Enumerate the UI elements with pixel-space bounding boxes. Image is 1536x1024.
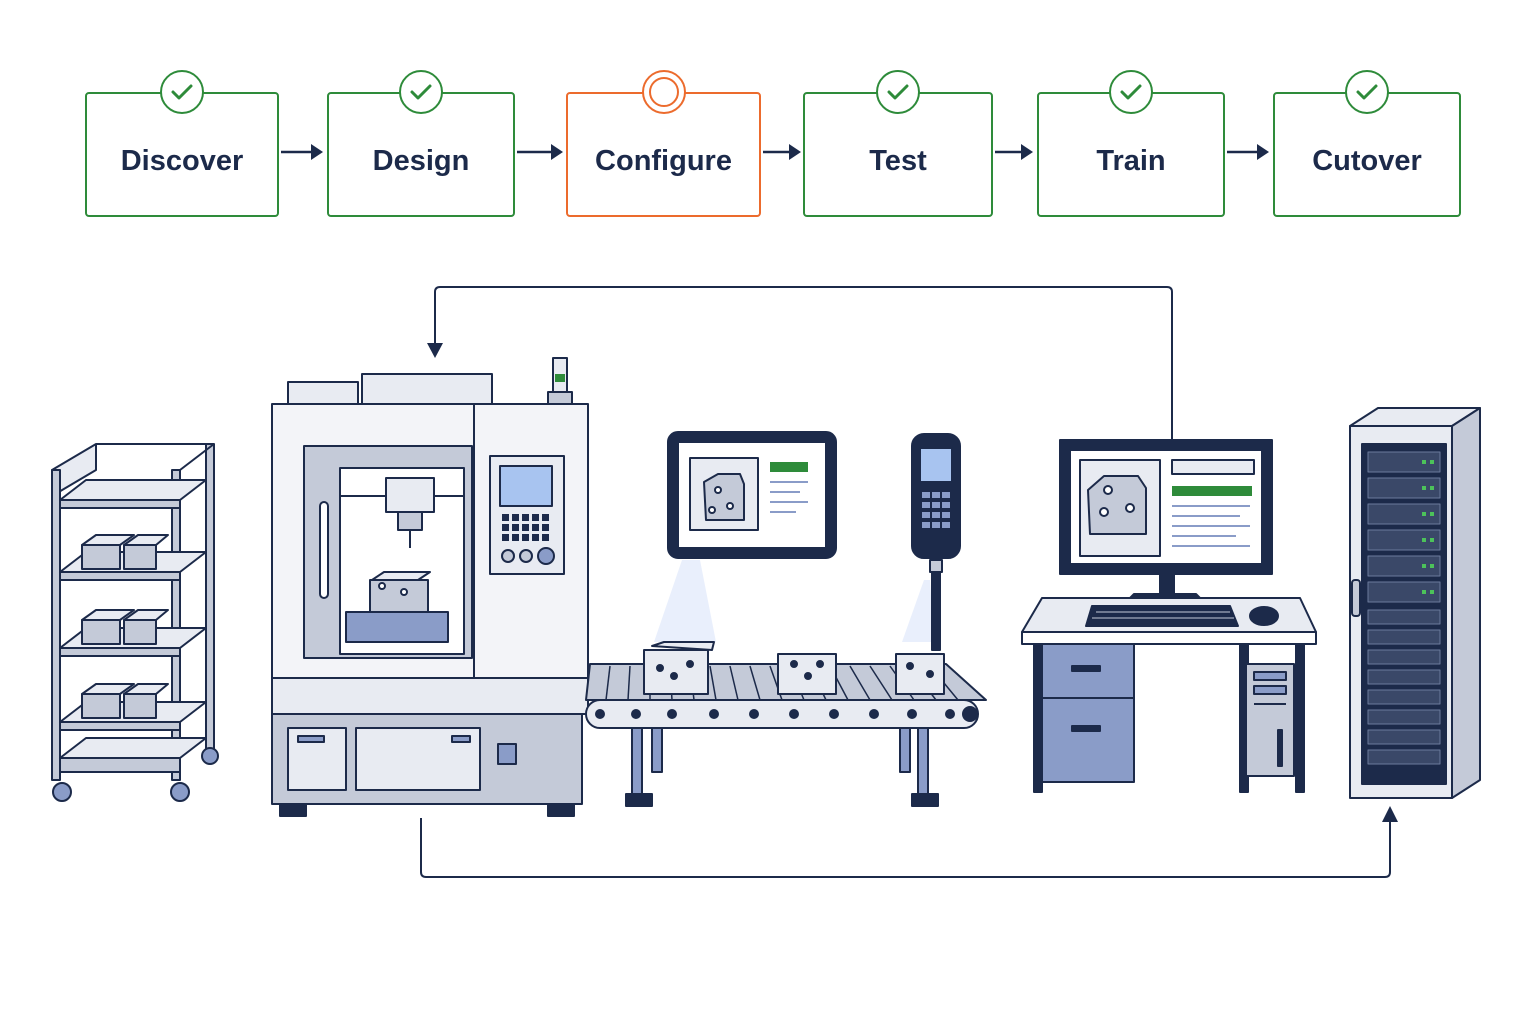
step-configure: Configure <box>566 70 761 217</box>
conveyor-belt-icon <box>585 641 987 807</box>
step-label: Design <box>372 145 470 177</box>
server-rack-icon <box>1349 407 1481 799</box>
arrow-right-icon <box>763 144 801 160</box>
step-label: Cutover <box>1312 145 1422 177</box>
arrow-right-icon <box>517 144 563 160</box>
step-label: Configure <box>595 145 732 177</box>
step-test: Test <box>803 70 993 217</box>
check-icon <box>399 70 443 114</box>
handheld-scanner-icon <box>902 433 961 651</box>
cnc-machine-icon <box>271 357 589 817</box>
check-icon <box>1109 70 1153 114</box>
current-step-ring-icon <box>641 70 686 114</box>
step-discover: Discover <box>85 70 279 217</box>
parts-rack-icon <box>51 443 219 802</box>
step-label: Discover <box>120 145 244 177</box>
step-cutover: Cutover <box>1273 70 1461 217</box>
step-design: Design <box>327 70 515 217</box>
check-icon <box>160 70 204 114</box>
step-train: Train <box>1037 70 1225 217</box>
arrow-right-icon <box>995 144 1033 160</box>
arrow-right-icon <box>281 144 323 160</box>
check-icon <box>1345 70 1389 114</box>
data-connector-bottom <box>420 806 1398 878</box>
check-icon <box>876 70 920 114</box>
step-label: Train <box>1096 145 1166 177</box>
feedback-connector-top <box>427 286 1173 440</box>
step-label: Test <box>869 145 927 177</box>
workstation-desk-icon <box>1021 439 1317 793</box>
rugged-tablet-icon <box>654 431 837 642</box>
arrow-right-icon <box>1227 144 1269 160</box>
